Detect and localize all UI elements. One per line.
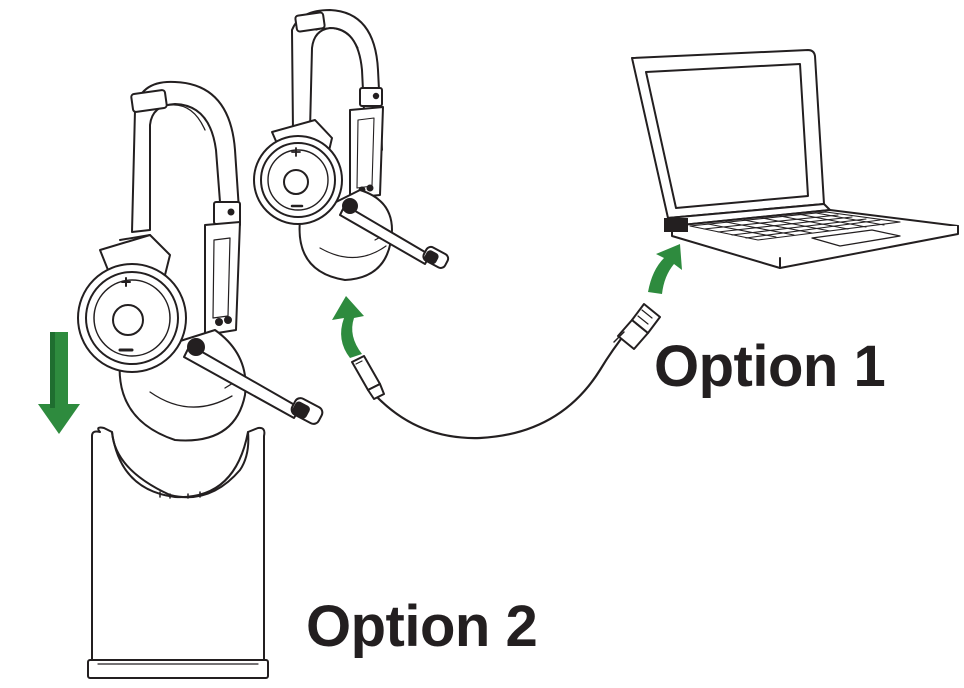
usb-cable-icon	[351, 303, 661, 440]
arrow-up-curved-icon	[332, 296, 364, 358]
option-1-label: Option 1	[654, 334, 886, 399]
headset-icon	[253, 9, 450, 281]
option-2-label: Option 2	[306, 594, 538, 659]
arrow-up-curved-icon	[648, 244, 682, 294]
laptop-icon	[631, 49, 959, 269]
arrow-down-icon	[38, 332, 80, 434]
charging-dock-icon	[87, 426, 269, 679]
headset-icon	[77, 80, 324, 442]
